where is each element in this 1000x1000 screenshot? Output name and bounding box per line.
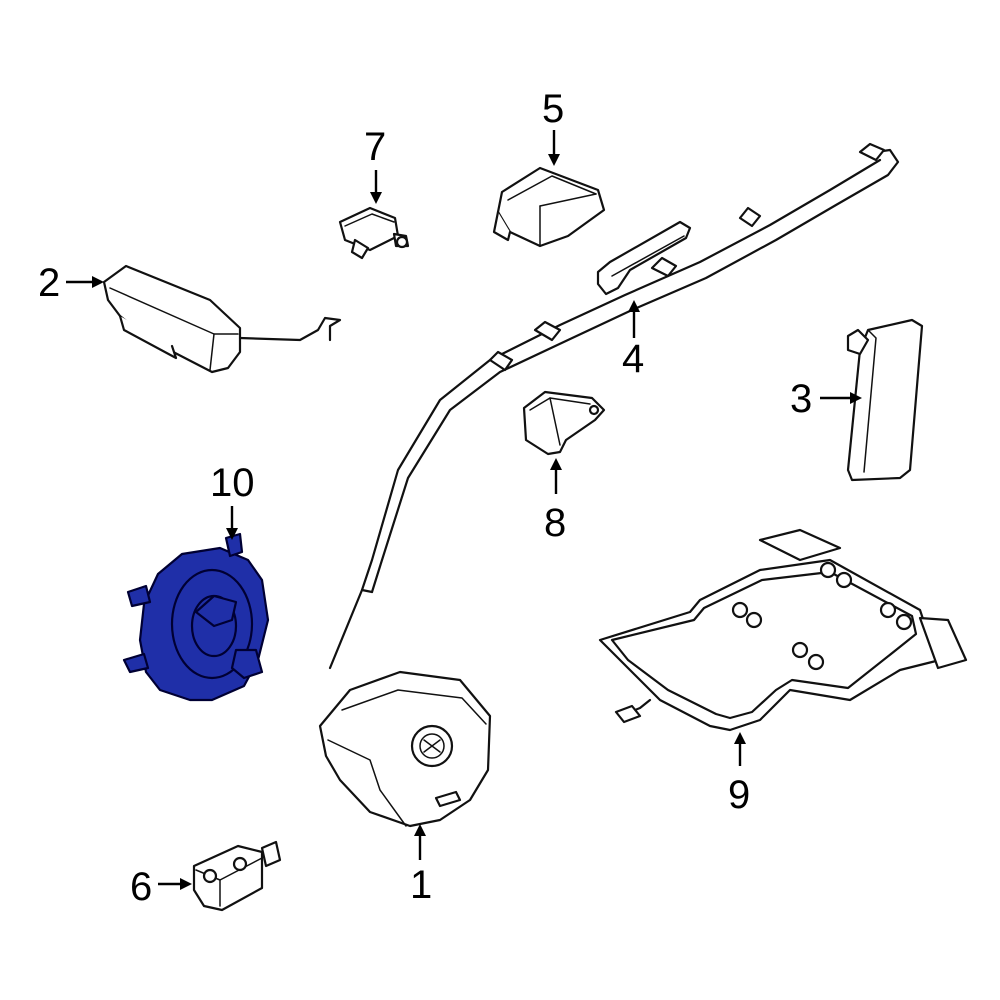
callout-7-label: 7 <box>364 125 386 169</box>
callout-10: 10 <box>210 461 255 540</box>
part-2-side-airbag[interactable] <box>102 264 342 374</box>
callout-3-label: 3 <box>790 377 812 421</box>
callout-10-label: 10 <box>210 461 255 505</box>
part-1-driver-airbag[interactable] <box>318 670 492 828</box>
callout-8: 8 <box>544 458 566 545</box>
callout-3: 3 <box>790 377 862 421</box>
callout-4-label: 4 <box>622 337 644 381</box>
part-5-module[interactable] <box>492 166 606 248</box>
callout-6-label: 6 <box>130 865 152 909</box>
callout-5-label: 5 <box>542 87 564 131</box>
part-9-occupant-mat[interactable] <box>598 528 968 732</box>
part-7-sensor[interactable] <box>338 206 410 260</box>
part-8-sensor[interactable] <box>522 390 606 456</box>
callout-4: 4 <box>622 300 644 381</box>
callout-6: 6 <box>130 865 192 909</box>
part-6-sensor[interactable] <box>192 840 282 912</box>
callout-5: 5 <box>542 87 564 166</box>
callout-7: 7 <box>364 125 386 204</box>
callout-1-label: 1 <box>410 863 432 907</box>
callout-2-label: 2 <box>38 261 60 305</box>
part-3-knee-airbag[interactable] <box>846 318 924 482</box>
part-10-clock-spring[interactable] <box>122 532 270 702</box>
callout-8-label: 8 <box>544 501 566 545</box>
callout-9: 9 <box>728 732 750 817</box>
callout-9-label: 9 <box>728 773 750 817</box>
part-4-curtain-airbag[interactable] <box>328 142 900 670</box>
callout-2: 2 <box>38 261 104 305</box>
callout-1: 1 <box>410 824 432 907</box>
